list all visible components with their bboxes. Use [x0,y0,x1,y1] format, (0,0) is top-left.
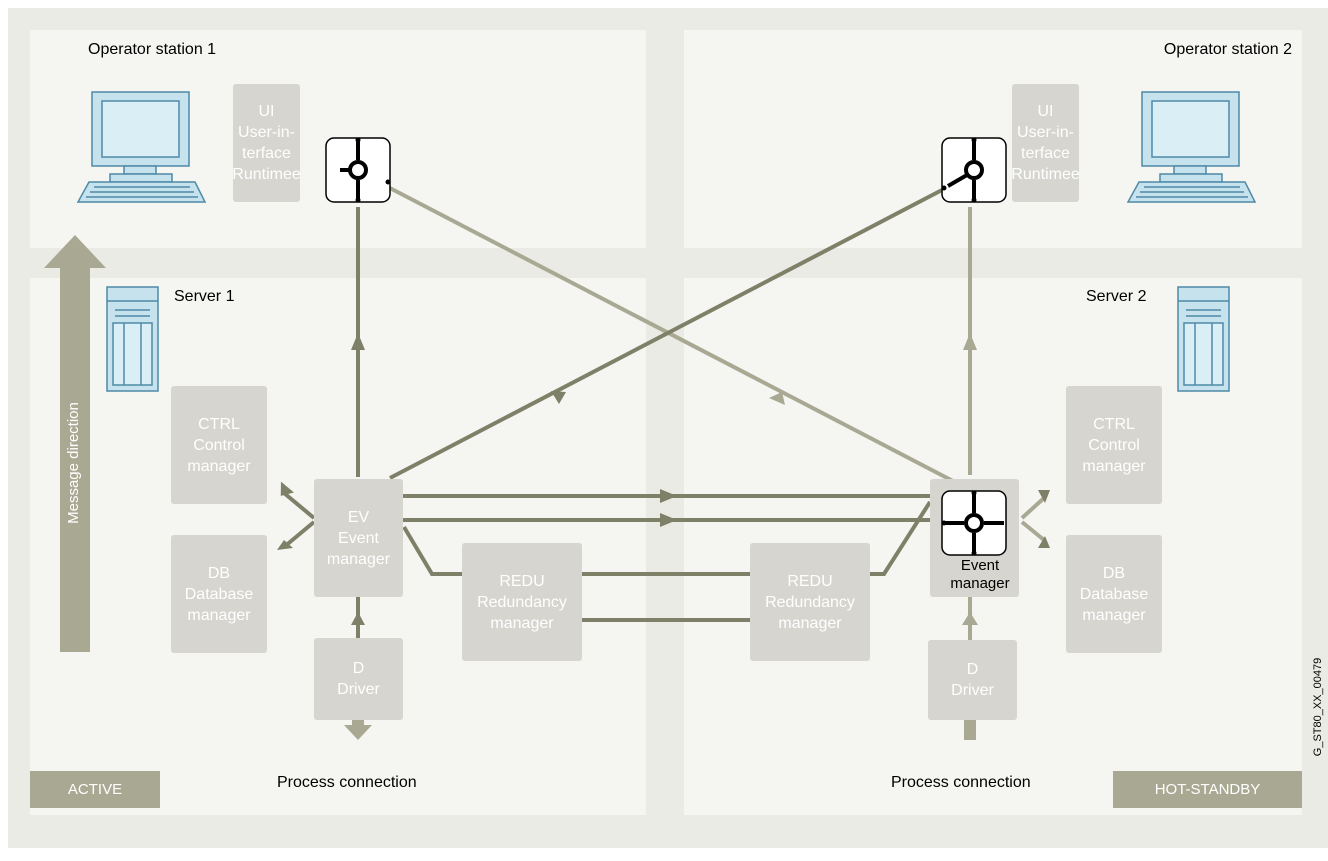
box-line: Redundancy [765,593,855,611]
arrow-right-dark [660,513,677,527]
database-manager-box: DB Database manager [171,535,267,653]
box-line: manager [950,575,1010,592]
arrow-up-dark [351,333,365,350]
box-line: EV [347,508,370,526]
redundancy-manager-box: REDU Redundancy manager [750,543,870,661]
arrow-process-dark [351,612,365,625]
box-line: REDU [499,572,545,590]
control-manager-box: CTRL Control manager [1066,386,1162,504]
computer-icon [76,91,207,203]
box-line: Control [1088,436,1140,454]
box-line: CTRL [1093,415,1135,433]
box-line: Database [1079,585,1149,603]
box-line: manager [778,614,842,632]
switch-icon [941,490,1007,556]
arrow-diagonal-light [769,392,785,405]
arrow-to-db2-dark [1038,536,1050,548]
server-icon [106,286,159,392]
computer-icon [1126,91,1257,203]
arrow-to-ctrl-dark [280,481,294,496]
arrow-diagonal-dark [551,391,566,404]
event-manager-box: EV Event manager [314,479,403,597]
ui-runtime-box: UI User-in- terface Runtimee [232,84,301,202]
box-line: DB [1102,564,1126,582]
ui-box-line: Runtimee [1011,166,1080,183]
ui-box-line: User-in- [238,124,295,141]
message-direction-label: Message direction [65,402,82,524]
box-line: REDU [787,572,833,590]
box-line: Redundancy [477,593,567,611]
box-line: DB [207,564,231,582]
box-line: manager [187,606,251,624]
arrow-process-light [962,612,978,625]
box-line: manager [490,614,554,632]
arrow-to-db-dark [277,540,293,550]
control-manager-box: CTRL Control manager [171,386,267,504]
box-line: Event [960,557,1000,574]
ui-box-line: Runtimee [232,166,301,183]
ui-box-line: terface [242,145,291,162]
box-line: Control [193,436,245,454]
box-line: manager [1082,606,1146,624]
arrow-to-ctrl2-dark [1038,490,1050,503]
server-icon [1177,286,1230,392]
message-direction-arrow [44,235,106,652]
arrow-right-dark [660,489,677,503]
box-line: D [352,660,365,677]
event-manager-box: Event manager [930,479,1019,597]
ui-box-line: UI [1037,103,1054,120]
box-line: D [966,661,979,678]
ui-runtime-box: UI User-in- terface Runtimee [1011,84,1080,202]
database-manager-box: DB Database manager [1066,535,1162,653]
process-connection-label: Process connection [277,774,417,791]
box-line: Event [338,529,379,547]
driver-box: D Driver [928,640,1017,720]
event-manager-label: Event manager [930,557,1030,593]
server-2-title: Server 2 [1086,288,1147,305]
box-line: Driver [951,682,994,699]
box-line: CTRL [198,415,240,433]
box-line: Database [184,585,254,603]
active-status-badge: ACTIVE [30,771,160,808]
operator-station-1-title: Operator station 1 [88,41,217,58]
driver-box: D Driver [314,638,403,720]
redundancy-manager-box: REDU Redundancy manager [462,543,582,661]
box-line: manager [187,457,251,475]
ui-box-line: terface [1021,145,1070,162]
figure-id-label: G_ST80_XX_00479 [1312,657,1324,757]
box-line: manager [1082,457,1146,475]
hot-standby-status-badge: HOT-STANDBY [1113,771,1302,808]
switch-icon [941,137,1007,203]
process-connection-label: Process connection [891,774,1031,791]
box-line: Driver [337,681,380,698]
operator-station-2-title: Operator station 2 [1163,41,1292,58]
switch-icon [325,137,391,203]
box-line: manager [326,550,391,568]
ui-box-line: UI [258,103,275,120]
ui-box-line: User-in- [1017,124,1074,141]
server-1-title: Server 1 [174,288,235,305]
arrow-up-light [963,333,977,350]
